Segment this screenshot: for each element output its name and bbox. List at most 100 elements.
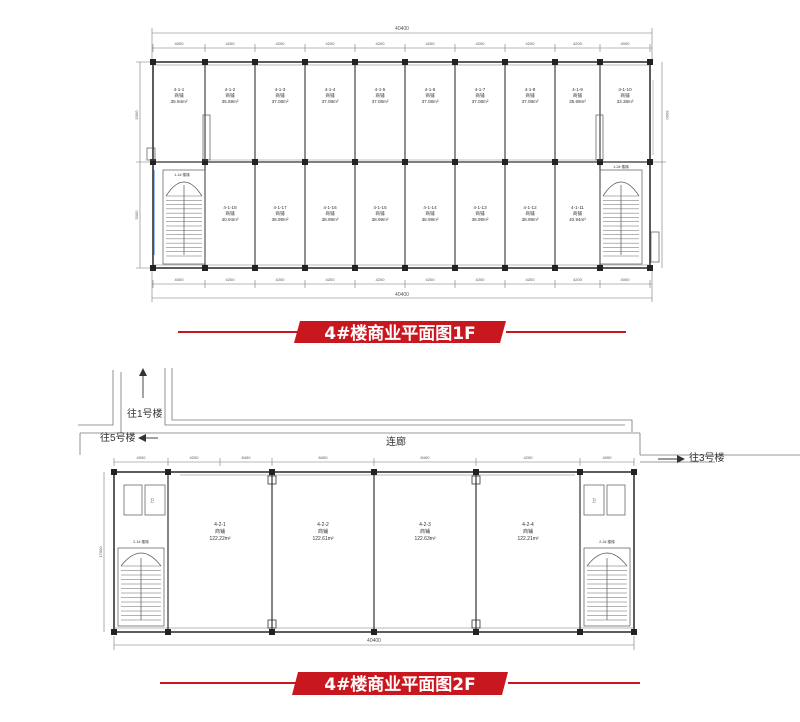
service-room-right-1f xyxy=(595,114,604,161)
unit-area-1f: 37.08m² xyxy=(372,99,389,104)
unit-use-1f: 商铺 xyxy=(525,210,535,217)
unit-use-1f: 商铺 xyxy=(174,92,184,99)
column-2f xyxy=(111,629,117,635)
column-1f xyxy=(302,265,308,271)
unit-area-1f: 37.08m² xyxy=(472,99,489,104)
service-room-left-1f xyxy=(202,114,211,161)
unit-id-1f: 4-1-15 xyxy=(373,205,387,210)
column-1f xyxy=(452,159,458,165)
unit-id-1f: 4-1-11 xyxy=(571,205,584,210)
bay-dim-bottom-1f: 4200 xyxy=(226,277,236,282)
unit-id-1f: 4-1-4 xyxy=(325,87,336,92)
bay-dim-bottom-1f: 4200 xyxy=(526,277,536,282)
unit-id-1f: 4-1-17 xyxy=(273,205,287,210)
column-1f xyxy=(352,59,358,65)
bay-dim-top-1f: 4200 xyxy=(326,41,336,46)
unit-use-2f: 商铺 xyxy=(318,528,328,535)
unit-use-1f: 商铺 xyxy=(525,92,535,99)
unit-use-1f: 商铺 xyxy=(225,210,235,217)
column-1f xyxy=(252,59,258,65)
unit-use-1f: 商铺 xyxy=(475,92,485,99)
column-2f xyxy=(631,469,637,475)
total-dimension-bottom-2f: 40400 xyxy=(367,638,381,644)
bay-dim-bottom-1f: 4200 xyxy=(326,277,336,282)
bay-dim-top-1f: 4000 xyxy=(175,41,185,46)
unit-use-1f: 商铺 xyxy=(325,210,335,217)
columns-2f xyxy=(111,469,637,635)
stair-steps-left-2f xyxy=(121,565,161,621)
approach-walls xyxy=(78,368,800,463)
bay-dim-top-2f: 4200 xyxy=(524,455,534,460)
column-1f xyxy=(402,159,408,165)
unit-id-1f: 4-1-5 xyxy=(375,87,386,92)
unit-use-1f: 商铺 xyxy=(275,210,285,217)
column-1f xyxy=(302,159,308,165)
arrow-up-head xyxy=(139,368,147,376)
column-marker-2f xyxy=(267,619,277,629)
column-marker-2f xyxy=(267,475,277,485)
label-corridor: 连廊 xyxy=(386,435,406,448)
column-1f xyxy=(202,159,208,165)
unit-area-2f: 122.21m² xyxy=(517,536,538,542)
bay-dim-bottom-1f: 4200 xyxy=(573,277,583,282)
bay-dim-bottom-1f: 4200 xyxy=(426,277,436,282)
units-top-1f: 4-1-1商铺35.94m²4-1-2商铺35.69m²4-1-3商铺37.08… xyxy=(171,87,634,104)
column-1f xyxy=(150,59,156,65)
unit-use-1f: 商铺 xyxy=(425,92,435,99)
column-1f xyxy=(552,159,558,165)
total-dimension-bottom-1f: 40400 xyxy=(395,292,409,298)
stair-steps-right-1f xyxy=(603,195,639,257)
unit-id-2f: 4-2-3 xyxy=(419,522,431,528)
stair-left-2f xyxy=(117,484,166,627)
title-banner-1f: 4#楼商业平面图1F xyxy=(178,321,626,344)
stair-steps-left-1f xyxy=(166,195,202,257)
title-banner-2f: 4#楼商业平面图2F xyxy=(160,672,640,695)
column-1f xyxy=(502,59,508,65)
column-1f xyxy=(252,265,258,271)
column-1f xyxy=(597,59,603,65)
unit-area-1f: 33.38m² xyxy=(617,99,634,104)
unit-id-1f: 4-1-1 xyxy=(174,87,185,92)
stair-right-2f xyxy=(583,484,631,627)
unit-area-1f: 37.08m² xyxy=(522,99,539,104)
plan-title-1f: 4#楼商业平面图1F xyxy=(324,323,476,344)
unit-id-1f: 4-1-6 xyxy=(425,87,436,92)
plan-title-2f: 4#楼商业平面图2F xyxy=(324,674,476,695)
unit-use-2f: 商铺 xyxy=(523,528,533,535)
vent-box-right-1f xyxy=(650,231,660,263)
stair-right-1f xyxy=(599,169,643,265)
unit-use-1f: 商铺 xyxy=(425,210,435,217)
room-label-left-2f: 卫 xyxy=(150,498,154,503)
unit-area-1f: 38.99m² xyxy=(322,217,339,222)
column-2f xyxy=(165,469,171,475)
bay-dim-top-1f: 4200 xyxy=(426,41,436,46)
unit-id-1f: 4-1-14 xyxy=(423,205,437,210)
unit-area-1f: 40.94m² xyxy=(222,217,239,222)
unit-use-1f: 商铺 xyxy=(620,92,630,99)
vent-box-left-1f xyxy=(146,147,156,161)
bay-dim-top-2f: 4200 xyxy=(190,455,200,460)
column-1f xyxy=(597,159,603,165)
unit-area-1f: 38.99m² xyxy=(522,217,539,222)
bay-dim-top-1f: 4200 xyxy=(573,41,583,46)
column-2f xyxy=(631,629,637,635)
column-2f xyxy=(577,469,583,475)
unit-area-2f: 122.63m² xyxy=(414,536,435,542)
total-dimension-top-1f: 40400 xyxy=(395,26,409,32)
column-1f xyxy=(552,265,558,271)
stair-left-1f xyxy=(162,169,206,265)
bay-dim-top-2f: 8400 xyxy=(242,455,252,460)
unit-area-1f: 37.08m² xyxy=(272,99,289,104)
column-1f xyxy=(552,59,558,65)
room-label-right-2f: 卫 xyxy=(592,498,596,503)
unit-use-1f: 商铺 xyxy=(573,92,583,99)
unit-id-1f: 4-1-10 xyxy=(618,87,632,92)
partitions-2f xyxy=(167,472,581,632)
unit-area-1f: 38.99m² xyxy=(272,217,289,222)
stair-label-left-2f: 2-1# 楼梯 xyxy=(133,539,149,544)
column-1f xyxy=(352,159,358,165)
